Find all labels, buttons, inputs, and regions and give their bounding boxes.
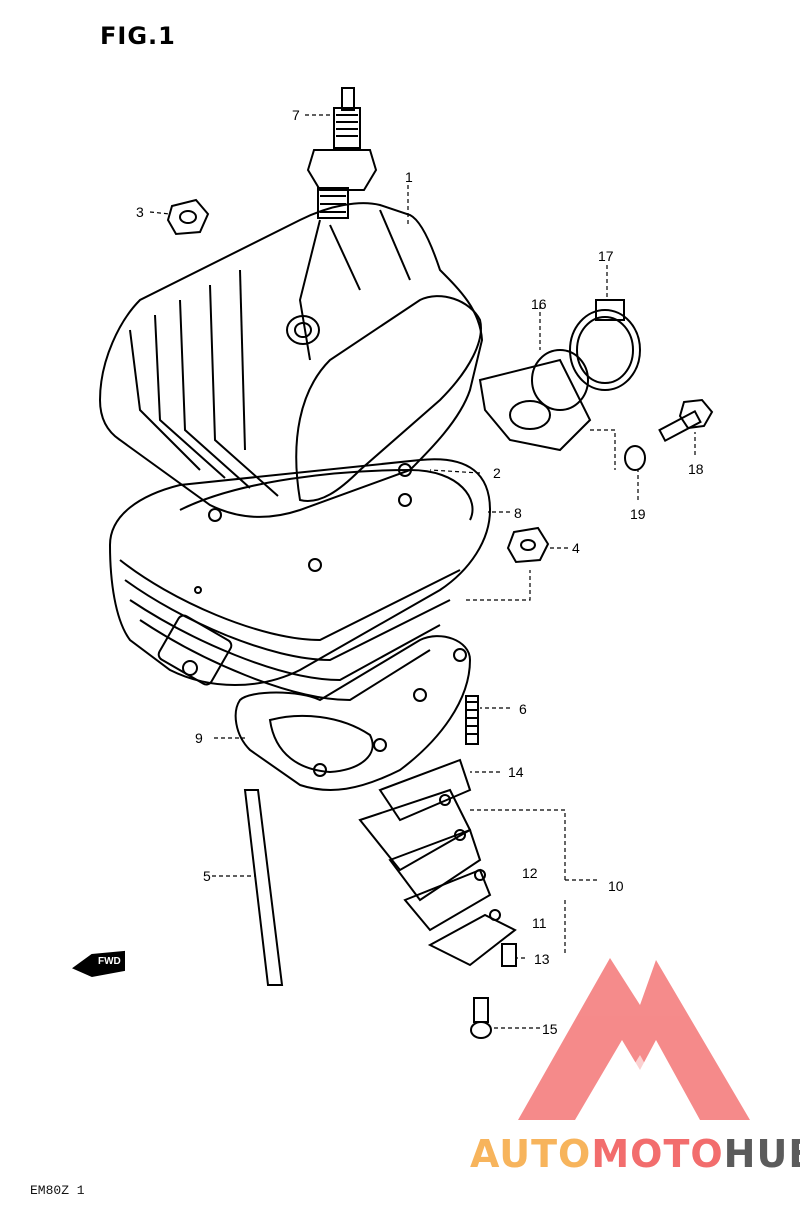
callout-14: 14 bbox=[508, 764, 524, 780]
washer-part-19 bbox=[624, 445, 646, 471]
callout-18: 18 bbox=[688, 461, 704, 477]
watermark-brand: AUTOMOTOHUB bbox=[470, 1132, 800, 1176]
fwd-marker-label: FWD bbox=[98, 956, 121, 967]
reed-valve-assembly bbox=[358, 758, 517, 967]
callout-7: 7 bbox=[292, 107, 300, 123]
callout-17: 17 bbox=[598, 248, 614, 264]
fwd-arrow-icon bbox=[72, 950, 125, 978]
callout-15: 15 bbox=[542, 1021, 558, 1037]
callout-13: 13 bbox=[534, 951, 550, 967]
callout-1: 1 bbox=[405, 169, 413, 185]
brand-moto: MOTO bbox=[591, 1132, 724, 1176]
stud-part-6 bbox=[465, 695, 479, 745]
brand-auto: AUTO bbox=[470, 1132, 592, 1176]
cylinder-head-part-1 bbox=[98, 202, 484, 518]
callout-12: 12 bbox=[522, 865, 538, 881]
stud-part-5 bbox=[243, 789, 284, 986]
screw-part-15 bbox=[470, 997, 492, 1039]
footer-code: EM80Z 1 bbox=[30, 1183, 85, 1198]
callout-8: 8 bbox=[514, 505, 522, 521]
callout-3: 3 bbox=[136, 204, 144, 220]
callout-6: 6 bbox=[519, 701, 527, 717]
nut-part-4 bbox=[506, 526, 550, 564]
nut-part-3 bbox=[166, 198, 210, 236]
callout-19: 19 bbox=[630, 506, 646, 522]
brand-hub: HUB bbox=[723, 1132, 800, 1176]
figure-title: FIG.1 bbox=[100, 22, 176, 50]
callout-9: 9 bbox=[195, 730, 203, 746]
callout-11: 11 bbox=[532, 915, 547, 931]
callout-16: 16 bbox=[531, 296, 547, 312]
spark-plug-part-7 bbox=[306, 87, 378, 219]
callout-5: 5 bbox=[203, 868, 211, 884]
callout-2: 2 bbox=[493, 465, 501, 481]
callout-4: 4 bbox=[572, 540, 580, 556]
cylinder-part-8 bbox=[108, 458, 492, 702]
callout-10: 10 bbox=[608, 878, 624, 894]
base-gasket-part-9 bbox=[234, 635, 472, 791]
bolt-part-18 bbox=[658, 398, 714, 443]
intake-manifold-part-16 bbox=[478, 349, 592, 452]
hose-clamp-part-17 bbox=[569, 299, 641, 391]
watermark-logo-icon bbox=[518, 958, 750, 1120]
